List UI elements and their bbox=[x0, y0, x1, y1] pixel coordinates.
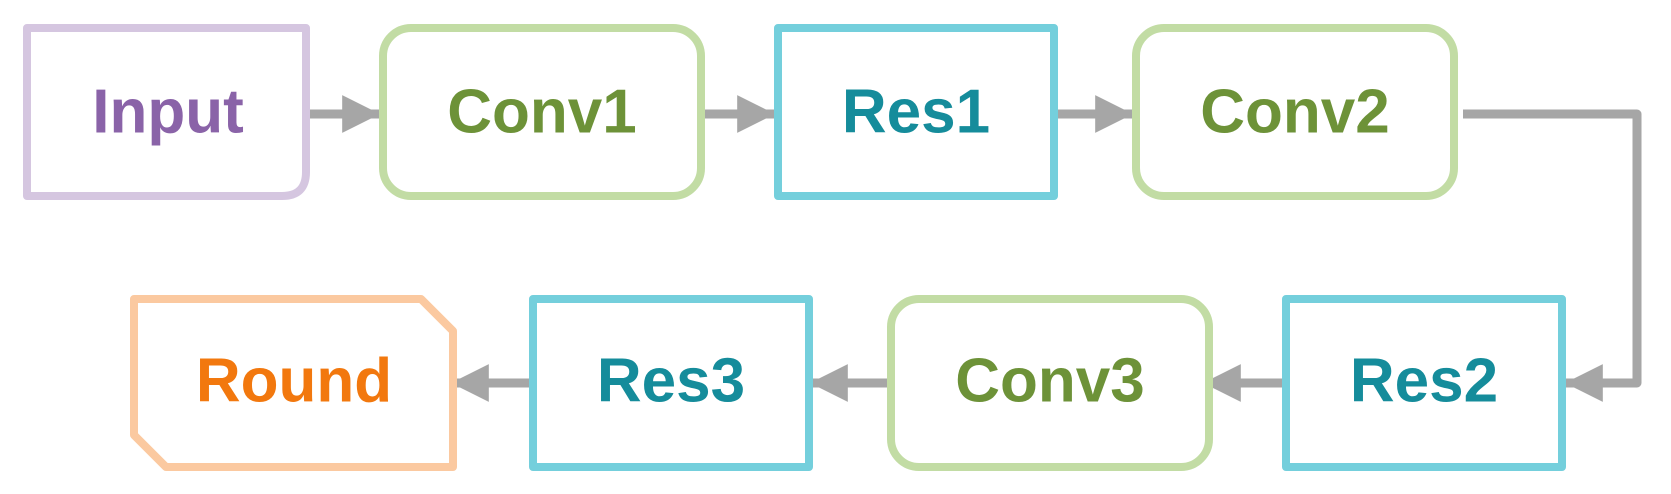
node-res1-box bbox=[774, 24, 1058, 200]
node-round-box bbox=[130, 295, 457, 471]
node-input-label: Input bbox=[92, 78, 244, 147]
node-conv2-box bbox=[1132, 24, 1458, 200]
node-round-label: Round bbox=[196, 347, 392, 416]
node-conv3-label: Conv3 bbox=[955, 347, 1144, 416]
node-res2-box bbox=[1282, 295, 1566, 471]
node-conv3: Conv3 bbox=[887, 295, 1213, 471]
node-res2: Res2 bbox=[1282, 295, 1566, 471]
node-conv2-label: Conv2 bbox=[1200, 78, 1389, 147]
node-input-box bbox=[23, 24, 310, 200]
node-res3: Res3 bbox=[529, 295, 813, 471]
node-conv3-box bbox=[887, 295, 1213, 471]
node-round: Round bbox=[130, 295, 457, 471]
node-res3-box bbox=[529, 295, 813, 471]
node-conv1-box bbox=[379, 24, 705, 200]
node-res3-label: Res3 bbox=[597, 347, 745, 416]
node-res1: Res1 bbox=[774, 24, 1058, 200]
edge-conv2-res2 bbox=[1463, 109, 1642, 402]
node-conv2: Conv2 bbox=[1132, 24, 1458, 200]
node-conv1-label: Conv1 bbox=[447, 78, 636, 147]
node-res1-label: Res1 bbox=[842, 78, 990, 147]
node-input: Input bbox=[23, 24, 310, 200]
node-res2-label: Res2 bbox=[1350, 347, 1498, 416]
node-conv1: Conv1 bbox=[379, 24, 705, 200]
edges bbox=[302, 95, 1642, 402]
